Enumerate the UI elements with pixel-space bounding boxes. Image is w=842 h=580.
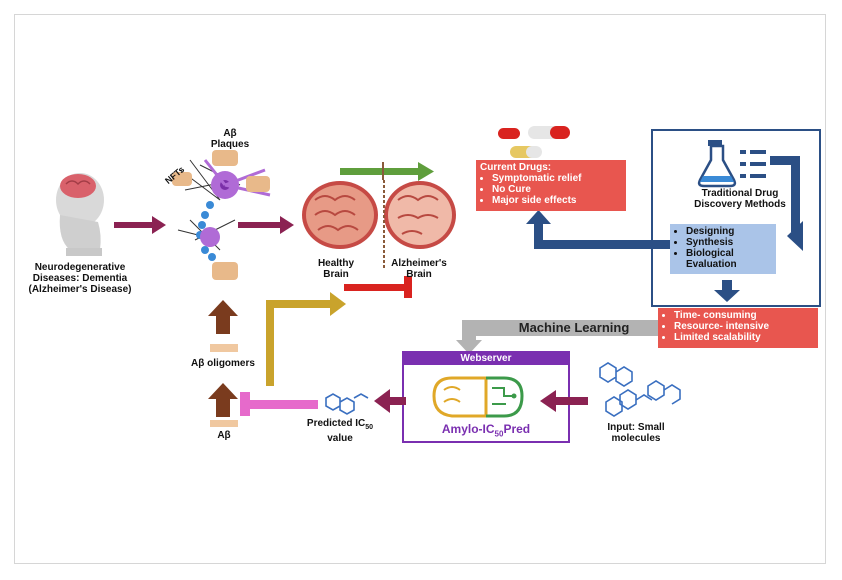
oligomers-label: Aβ oligomers [191, 358, 255, 369]
neuron-plaques-icon [172, 150, 271, 280]
current-drugs-item: Symptomatic relief [492, 173, 622, 184]
navy-arrow-flask-down [770, 156, 803, 251]
drawback-item: Time- consuming [674, 310, 814, 321]
drawback-item: Limited scalability [674, 332, 814, 343]
traditional-steps-list: Designing Synthesis Biological [672, 226, 774, 259]
webserver-name-suffix: Pred [503, 422, 531, 436]
small-molecules-icon [599, 362, 681, 417]
traditional-step: Biological [686, 248, 774, 259]
predicted-label-sub: 50 [365, 424, 374, 431]
webserver-name-prefix: Amylo-IC [441, 422, 495, 436]
abeta-label: Aβ [217, 430, 231, 441]
drawback-item: Resource- intensive [674, 321, 814, 332]
current-drugs-box: Current Drugs: Symptomatic relief No Cur… [476, 160, 626, 211]
machine-learning-arrow [456, 320, 658, 354]
red-inhibition-arrow [344, 276, 412, 298]
alzheimer-brain-label: Alzheimer's Brain [391, 258, 447, 280]
green-arrow [340, 162, 434, 181]
arrow-neuron-to-brain [238, 216, 294, 234]
traditional-step-tail: Evaluation [686, 259, 737, 270]
pink-inhibition-arrow [240, 392, 318, 416]
current-drugs-list: Symptomatic relief No Cure Major side ef… [480, 173, 622, 206]
navy-arrow-to-drugs [526, 210, 670, 249]
arrow-input-to-webserver [540, 390, 588, 412]
predicted-molecule-icon [325, 393, 369, 415]
traditional-step: Synthesis [686, 237, 774, 248]
drawbacks-list: Time- consuming Resource- intensive Limi… [662, 310, 814, 343]
traditional-step: Designing [686, 226, 774, 237]
arrow-webserver-to-predicted [374, 389, 406, 413]
neurodegenerative-label: Neurodegenerative Diseases: Dementia (Al… [28, 262, 132, 295]
traditional-panel [651, 129, 821, 307]
current-drugs-title: Current Drugs: [480, 162, 552, 173]
machine-learning-label: Machine Learning [518, 320, 630, 335]
predicted-label-prefix: Predicted IC [306, 418, 366, 429]
drawbacks-box: Time- consuming Resource- intensive Limi… [658, 308, 818, 348]
traditional-methods-label: Traditional Drug Discovery Methods [694, 188, 786, 210]
head-icon [56, 173, 104, 256]
healthy-brain-label: Healthy Brain [317, 258, 355, 280]
webserver-header: Webserver [460, 353, 512, 364]
figure-frame [14, 14, 826, 564]
abeta-plaques-label: Aβ Plaques [210, 128, 250, 150]
flask-icon [697, 140, 766, 188]
olive-arrow [266, 292, 346, 386]
predicted-label-suffix: value [327, 433, 353, 444]
abeta-aggregation-arrows [208, 300, 238, 427]
predicted-label: Predicted IC50 value [302, 418, 378, 444]
navy-arrow-down [714, 280, 740, 302]
traditional-steps-box: Designing Synthesis Biological Evaluatio… [670, 224, 776, 274]
webserver-name: Amylo-IC50Pred [403, 422, 569, 441]
current-drugs-item: Major side effects [492, 195, 622, 206]
current-drugs-item: No Cure [492, 184, 622, 195]
webserver-box [402, 351, 570, 443]
pills-icon [498, 126, 570, 158]
input-label: Input: Small molecules [607, 422, 665, 444]
arrow-head-to-neuron [114, 216, 166, 234]
webserver-name-sub: 50 [494, 429, 504, 439]
brain-icon [302, 180, 456, 268]
